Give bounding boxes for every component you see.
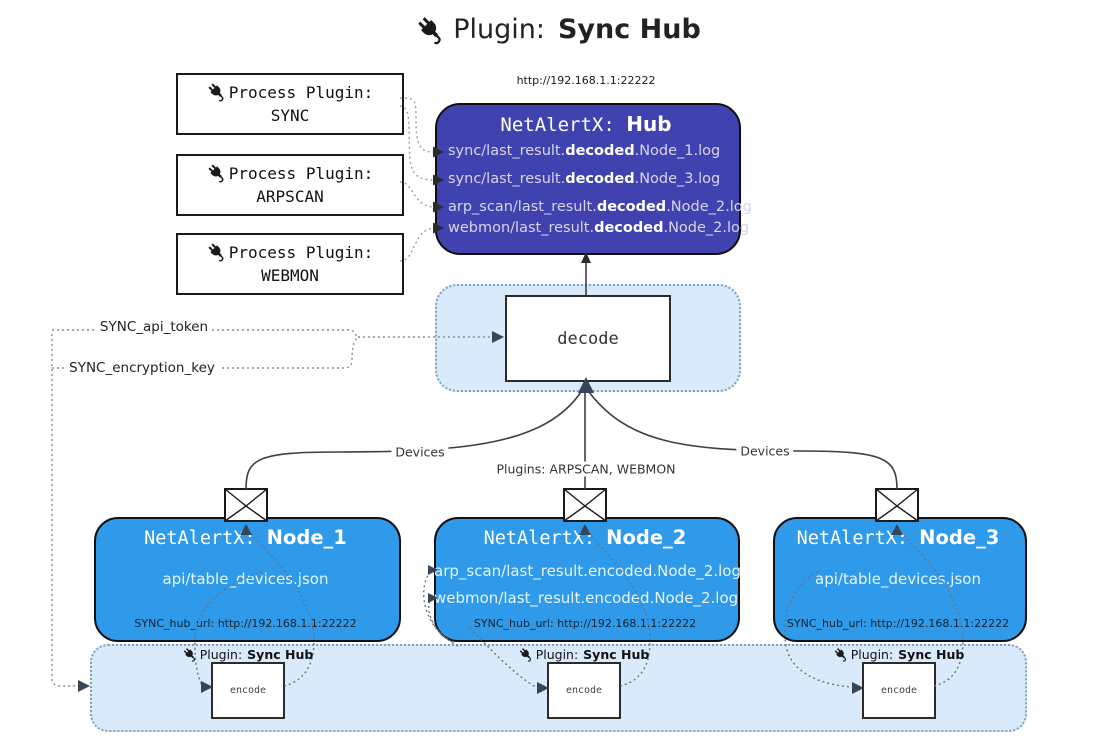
- encode-box: encode: [862, 662, 936, 719]
- process-plugin-label: Process Plugin:: [228, 242, 374, 262]
- devices-left-label: Devices: [391, 444, 449, 460]
- plugins-mid-label: Plugins: ARPSCAN, WEBMON: [492, 461, 680, 477]
- process-plugin-label: Process Plugin:: [228, 163, 374, 183]
- hub-log-line: sync/last_result.decoded.Node_3.log: [448, 171, 721, 187]
- page-title: Plugin: Sync Hub: [0, 14, 1117, 45]
- plug-icon: [207, 163, 227, 183]
- plug-icon: [207, 82, 227, 102]
- title-name: Sync Hub: [557, 14, 701, 45]
- node1-title: NetAlertX: Node_1: [144, 526, 347, 549]
- hub-title: NetAlertX: Hub: [435, 112, 737, 136]
- node2-hub-url: SYNC_hub_url: http://192.168.1.1:22222: [473, 617, 697, 630]
- envelope-icon: [875, 488, 919, 522]
- hub-title-name: Hub: [626, 112, 672, 136]
- hub-log-line: webmon/last_result.decoded.Node_2.log: [448, 220, 750, 236]
- plug-icon: [519, 647, 534, 662]
- title-label: Plugin:: [453, 14, 545, 45]
- plug-icon: [183, 647, 198, 662]
- process-plugin-label: Process Plugin:: [228, 82, 374, 102]
- decode-box: decode: [505, 295, 671, 382]
- hub-box: [435, 103, 741, 255]
- plug-icon: [207, 242, 227, 262]
- node2-file: webmon/last_result.encoded.Node_2.log: [434, 589, 739, 607]
- process-plugin-name: ARPSCAN: [256, 187, 324, 206]
- devices-right-label: Devices: [736, 443, 794, 459]
- node1-file: api/table_devices.json: [162, 570, 329, 588]
- plug-icon: [416, 15, 446, 45]
- process-plugin-webmon-box: Process Plugin: WEBMON: [176, 233, 404, 295]
- encode-box: encode: [547, 662, 621, 719]
- hub-title-prefix: NetAlertX:: [500, 114, 615, 136]
- encode-section-label: Plugin:Sync Hub: [834, 647, 964, 662]
- node1-hub-url: SYNC_hub_url: http://192.168.1.1:22222: [134, 617, 357, 630]
- envelope-icon: [563, 488, 607, 522]
- sync-encryption-key-label: SYNC_encryption_key: [65, 360, 219, 376]
- envelope-icon: [224, 488, 268, 522]
- hub-log-line: arp_scan/last_result.decoded.Node_2.log: [448, 199, 752, 215]
- encode-section-label: Plugin:Sync Hub: [183, 647, 313, 662]
- process-plugin-arpscan-box: Process Plugin: ARPSCAN: [176, 154, 404, 216]
- node3-hub-url: SYNC_hub_url: http://192.168.1.1:22222: [786, 617, 1010, 630]
- encode-section-label: Plugin:Sync Hub: [519, 647, 649, 662]
- encode-box: encode: [211, 662, 285, 719]
- sync-api-token-label: SYNC_api_token: [95, 319, 213, 335]
- node3-title: NetAlertX: Node_3: [796, 526, 1000, 549]
- process-plugin-name: WEBMON: [261, 266, 319, 285]
- hub-log-line: sync/last_result.decoded.Node_1.log: [448, 143, 721, 159]
- hub-url: http://192.168.1.1:22222: [516, 74, 656, 87]
- node2-title: NetAlertX: Node_2: [483, 526, 687, 549]
- node3-file: api/table_devices.json: [815, 570, 981, 588]
- plug-icon: [834, 647, 849, 662]
- process-plugin-name: SYNC: [270, 106, 310, 125]
- process-plugin-sync-box: Process Plugin: SYNC: [176, 73, 404, 135]
- node2-file: arp_scan/last_result.encoded.Node_2.log: [434, 562, 741, 580]
